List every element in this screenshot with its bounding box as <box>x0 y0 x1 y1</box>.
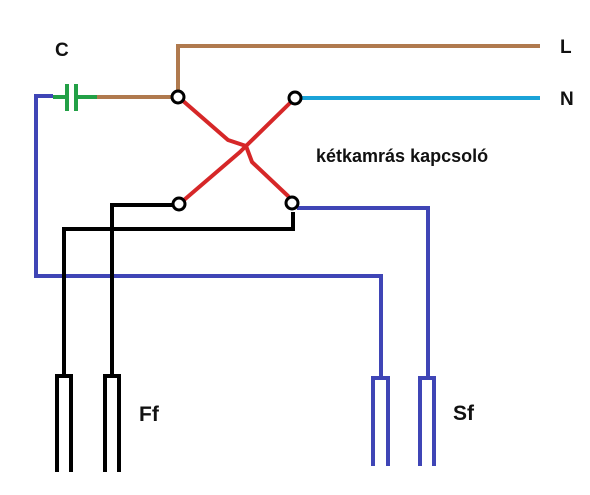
switch-terminal-top-right <box>287 90 303 106</box>
sf-label: Sf <box>453 402 475 425</box>
switch-terminal-top-left <box>170 89 186 105</box>
black-switch-wire-b <box>62 212 295 376</box>
line-label: L <box>560 37 572 58</box>
neutral-label: N <box>560 89 574 110</box>
switch-cross-b <box>182 100 293 202</box>
switch-terminal-bottom-right <box>284 195 300 211</box>
switch-terminal-bottom-left <box>171 196 187 212</box>
line-wire <box>176 44 540 95</box>
blue-switch-wire <box>297 206 430 378</box>
ff-label: Ff <box>139 403 160 426</box>
switch-cross-a <box>180 98 290 198</box>
sf-tube-left <box>371 376 390 466</box>
sf-tube-right <box>418 376 436 466</box>
ff-tube-left <box>55 374 73 472</box>
ff-tube-right <box>103 374 121 472</box>
switch-label: kétkamrás kapcsoló <box>316 146 488 166</box>
black-switch-wire-a <box>110 203 173 376</box>
blue-capacitor-wire <box>34 94 383 378</box>
capacitor-label: C <box>55 40 69 61</box>
